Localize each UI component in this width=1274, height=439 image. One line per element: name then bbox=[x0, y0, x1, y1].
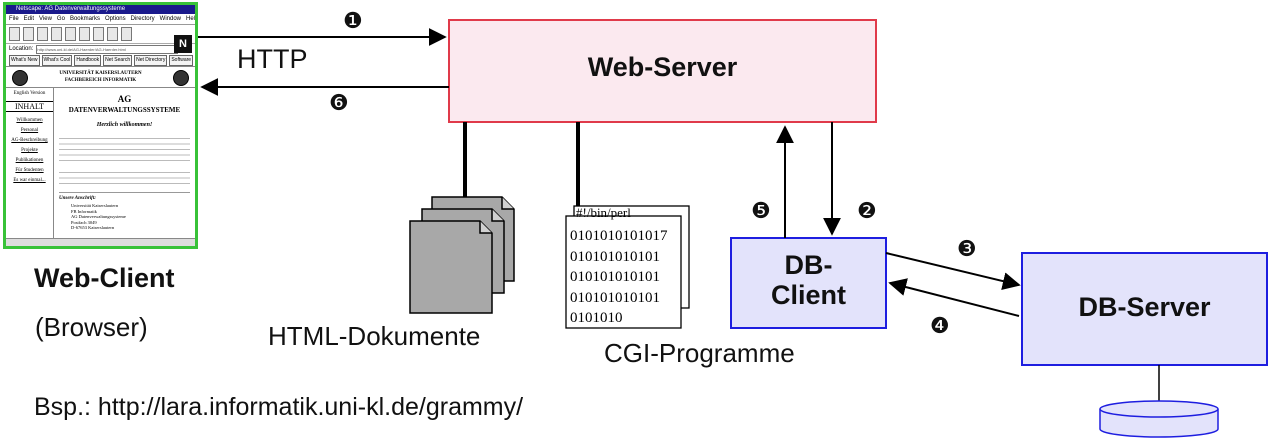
banner-line-1: UNIVERSITÄT KAISERSLAUTERN bbox=[59, 71, 142, 76]
page-greeting: Herzlich willkommen! bbox=[96, 122, 153, 128]
db-server-label: DB-Server bbox=[1078, 292, 1211, 322]
menu-help[interactable]: Help bbox=[186, 16, 198, 22]
net-directory-button[interactable]: Net Directory bbox=[134, 55, 168, 66]
english-version-link[interactable]: English Version bbox=[13, 91, 46, 96]
page-heading-line-2: DATENVERWALTUNGSSYSTEME bbox=[68, 106, 181, 114]
menu-edit[interactable]: Edit bbox=[23, 16, 35, 22]
db-client-label-line-1: DB- bbox=[784, 250, 833, 280]
sidebar-link-personal[interactable]: Personal bbox=[20, 128, 39, 133]
db-server-box bbox=[1021, 252, 1268, 366]
browser-title-bar: Netscape: AG Datenverwaltungssysteme bbox=[6, 5, 195, 14]
menu-file[interactable]: File bbox=[9, 16, 19, 22]
forward-button[interactable] bbox=[23, 27, 34, 41]
html-documents-icon bbox=[409, 196, 515, 314]
address-line: FB Informatik bbox=[71, 208, 97, 214]
address-line: AG Datenverwaltungssysteme bbox=[71, 214, 126, 219]
menu-options[interactable]: Options bbox=[104, 16, 126, 22]
menu-window[interactable]: Window bbox=[159, 16, 181, 22]
university-banner: UNIVERSITÄT KAISERSLAUTERN FACHBEREICH I… bbox=[6, 66, 195, 88]
location-bar: Location: http://www.uni-kl.de/AG-Haerde… bbox=[6, 44, 195, 55]
sidebar-link-es-war-einmal[interactable]: Es war einmal... bbox=[13, 178, 46, 183]
find-button[interactable] bbox=[107, 27, 118, 41]
menu-directory[interactable]: Directory bbox=[130, 16, 155, 22]
open-button[interactable] bbox=[79, 27, 90, 41]
university-seal-icon bbox=[12, 70, 28, 86]
address-line: Postfach 3049 bbox=[71, 219, 97, 225]
location-label: Location: bbox=[9, 46, 34, 52]
browser-page-body: English Version INHALT Willkommen Person… bbox=[6, 88, 195, 240]
database-disk-icon bbox=[1099, 400, 1219, 438]
sidebar-link-projekte[interactable]: Projekte bbox=[21, 148, 38, 153]
handbook-button[interactable]: Handbook bbox=[74, 55, 102, 66]
address-block: Universität Kaiserslautern FB Informatik… bbox=[59, 203, 190, 231]
page-paragraph-1 bbox=[59, 134, 190, 163]
page-heading-line-1: AG bbox=[117, 94, 132, 104]
images-button[interactable] bbox=[65, 27, 76, 41]
sidebar-link-willkommen[interactable]: Willkommen bbox=[16, 118, 43, 123]
menu-view[interactable]: View bbox=[39, 16, 52, 22]
cgi-program-icon bbox=[565, 205, 690, 329]
step-6-marker: ❻ bbox=[329, 90, 349, 115]
browser-status-bar bbox=[6, 238, 195, 246]
browser-label: (Browser) bbox=[35, 312, 148, 342]
web-server-box bbox=[448, 19, 877, 123]
address-line: D-67653 Kaiserslautern bbox=[71, 225, 115, 230]
web-client-browser-window: Netscape: AG Datenverwaltungssysteme Fil… bbox=[3, 2, 198, 249]
browser-toolbar: N bbox=[6, 25, 195, 53]
sidebar-heading: INHALT bbox=[6, 101, 53, 112]
print-button[interactable] bbox=[93, 27, 104, 41]
example-url: Bsp.: http://lara.informatik.uni-kl.de/g… bbox=[34, 393, 524, 421]
result-arrow bbox=[888, 278, 1020, 317]
address-line: Universität Kaiserslautern bbox=[71, 203, 119, 208]
cgi-binary-block: 0101010101017 010101010101 010101010101 … bbox=[570, 226, 668, 329]
cgi-shebang-line: #!/bin/perl bbox=[576, 205, 631, 220]
sidebar-link-publikationen[interactable]: Publikationen bbox=[15, 158, 44, 163]
binary-line: 0101010101017 bbox=[570, 228, 668, 244]
menu-go[interactable]: Go bbox=[56, 16, 65, 22]
sidebar-link-fuer-studenten[interactable]: Für Studenten bbox=[15, 168, 44, 173]
software-button[interactable]: Software bbox=[169, 55, 194, 66]
binary-line: 010101010101 bbox=[570, 289, 660, 306]
home-button[interactable] bbox=[37, 27, 48, 41]
netscape-logo-icon: N bbox=[174, 35, 192, 53]
binary-line: 0101010 bbox=[570, 310, 623, 326]
step-5-marker: ❺ bbox=[751, 198, 771, 223]
directory-buttons: What's New What's Cool Handbook Net Sear… bbox=[6, 55, 195, 66]
cgi-programs-label: CGI-Programme bbox=[604, 338, 795, 368]
web-server-label: Web-Server bbox=[587, 52, 738, 82]
step-4-marker: ❹ bbox=[930, 313, 950, 338]
page-main-content: AG DATENVERWALTUNGSSYSTEME Herzlich will… bbox=[54, 88, 195, 240]
step-1-marker: ❶ bbox=[343, 8, 363, 33]
html-documents-label: HTML-Dokumente bbox=[268, 321, 481, 351]
stop-button[interactable] bbox=[121, 27, 132, 41]
step-2-marker: ❷ bbox=[857, 198, 877, 223]
net-search-button[interactable]: Net Search bbox=[103, 55, 133, 66]
back-button[interactable] bbox=[9, 27, 20, 41]
step-3-marker: ❸ bbox=[957, 236, 977, 261]
query-arrow bbox=[885, 252, 1021, 290]
banner-line-2: FACHBEREICH INFORMATIK bbox=[64, 78, 137, 83]
page-sidebar: English Version INHALT Willkommen Person… bbox=[6, 88, 54, 240]
menu-bookmarks[interactable]: Bookmarks bbox=[69, 16, 100, 22]
page-paragraph-2 bbox=[59, 168, 190, 186]
faculty-seal-icon bbox=[173, 70, 189, 86]
whats-new-button[interactable]: What's New bbox=[9, 55, 40, 66]
browser-menu-bar: File Edit View Go Bookmarks Options Dire… bbox=[6, 14, 195, 25]
db-client-box bbox=[730, 237, 887, 329]
binary-line: 010101010101 bbox=[570, 248, 660, 265]
sidebar-link-ag-beschreibung[interactable]: AG-Beschreibung bbox=[11, 138, 48, 143]
http-label: HTTP bbox=[237, 44, 308, 74]
location-input[interactable]: http://www.uni-kl.de/AG-Haerder/AG-Haerd… bbox=[36, 45, 179, 54]
reload-button[interactable] bbox=[51, 27, 62, 41]
binary-line: 010101010101 bbox=[570, 269, 660, 285]
whats-cool-button[interactable]: What's Cool bbox=[41, 55, 73, 66]
web-client-label: Web-Client bbox=[34, 263, 175, 293]
db-client-label-line-2: Client bbox=[770, 280, 846, 310]
address-title: Unsere Anschrift: bbox=[59, 191, 190, 202]
